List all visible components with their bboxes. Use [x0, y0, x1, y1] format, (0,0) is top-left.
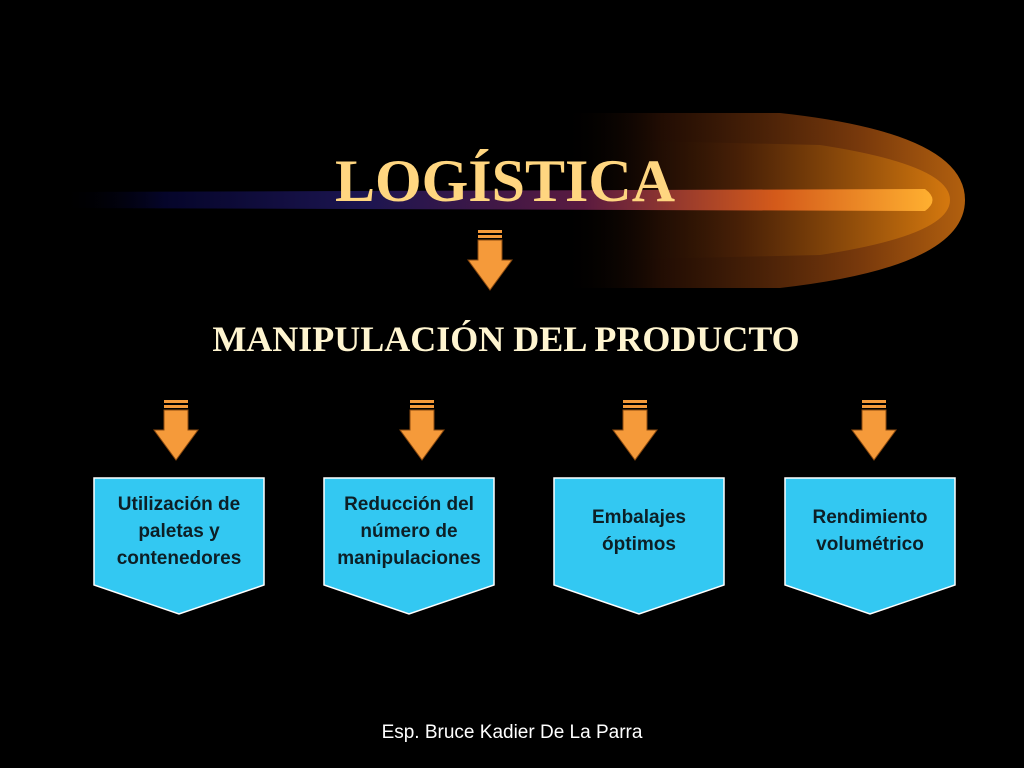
- card-label: Rendimiento volumétrico: [812, 507, 928, 555]
- card-shape: [784, 477, 956, 615]
- down-arrow-icon: [851, 400, 897, 461]
- down-arrow-icon: [153, 400, 199, 461]
- card-shape: [323, 477, 495, 615]
- card-reduccion-manipulaciones: Reducción del número de manipulaciones: [323, 477, 495, 615]
- card-label: Embalajes óptimos: [592, 507, 686, 555]
- down-arrow-icon: [399, 400, 445, 461]
- card-shape: [553, 477, 725, 615]
- card-embalajes-optimos: Embalajes óptimos: [553, 477, 725, 615]
- card-label: Utilización de paletas y contenedores: [116, 493, 242, 569]
- card-rendimiento-volumetrico: Rendimiento volumétrico: [784, 477, 956, 615]
- card-utilizacion-paletas: Utilización de paletas y contenedores: [93, 477, 265, 615]
- author-footer: Esp. Bruce Kadier De La Parra: [381, 722, 643, 743]
- card-shape: [93, 477, 265, 615]
- down-arrow-icon: [612, 400, 658, 461]
- card-label: Reducción del número de manipulaciones: [337, 493, 481, 569]
- down-arrow-icon: [467, 230, 513, 291]
- diagram-subtitle: MANIPULACIÓN DEL PRODUCTO: [212, 319, 800, 359]
- slide-title: LOGÍSTICA: [334, 148, 676, 214]
